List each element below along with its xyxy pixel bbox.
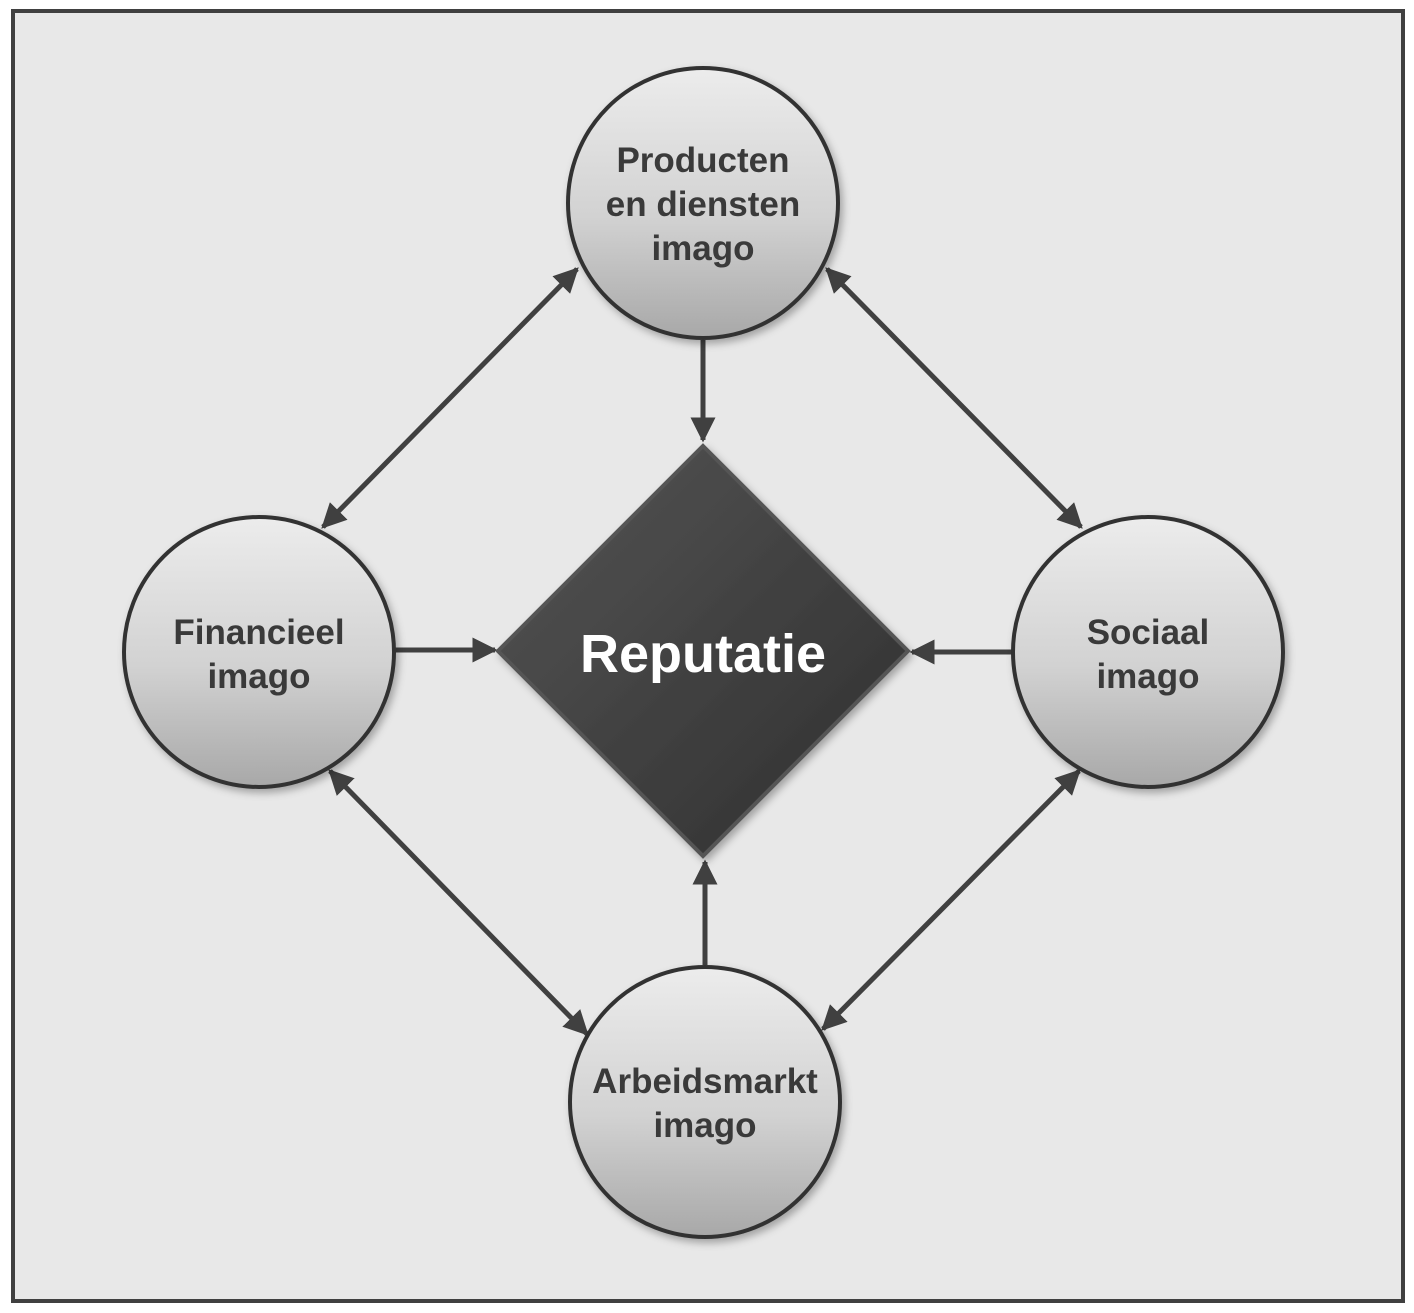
arrow-top-right [825,267,1083,529]
center-label: Reputatie [580,624,826,684]
arrow-right-bottom [821,769,1081,1031]
node-right-line-1: Sociaal [1087,613,1210,652]
node-bottom-line-2: imago [653,1106,756,1145]
arrow-left-bottom [328,769,589,1036]
node-left-line-1: Financieel [173,613,344,652]
node-top-line-3: imago [651,229,754,268]
node-top-line-2: en diensten [606,185,800,224]
node-top: Producten en diensten imago [566,66,840,340]
node-top-line-1: Producten [616,141,789,180]
node-left-line-2: imago [207,657,310,696]
arrow-top-left [321,267,579,529]
center-diamond: Reputatie [495,443,911,859]
node-bottom: Arbeidsmarkt imago [568,965,842,1239]
arrows [321,267,1083,1036]
node-left: Financieel imago [122,515,396,789]
node-right-line-2: imago [1096,657,1199,696]
node-bottom-line-1: Arbeidsmarkt [592,1062,818,1101]
node-right: Sociaal imago [1011,515,1285,789]
